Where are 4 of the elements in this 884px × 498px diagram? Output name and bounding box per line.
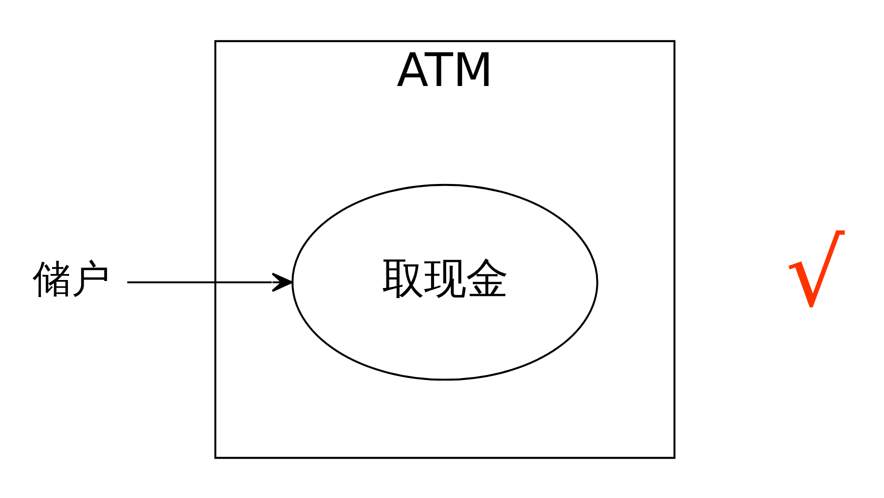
node-ellipse: 取现金 bbox=[292, 183, 598, 380]
label: √ bbox=[786, 218, 845, 327]
arrow bbox=[127, 272, 293, 292]
node-text: 储户 bbox=[32, 256, 111, 302]
